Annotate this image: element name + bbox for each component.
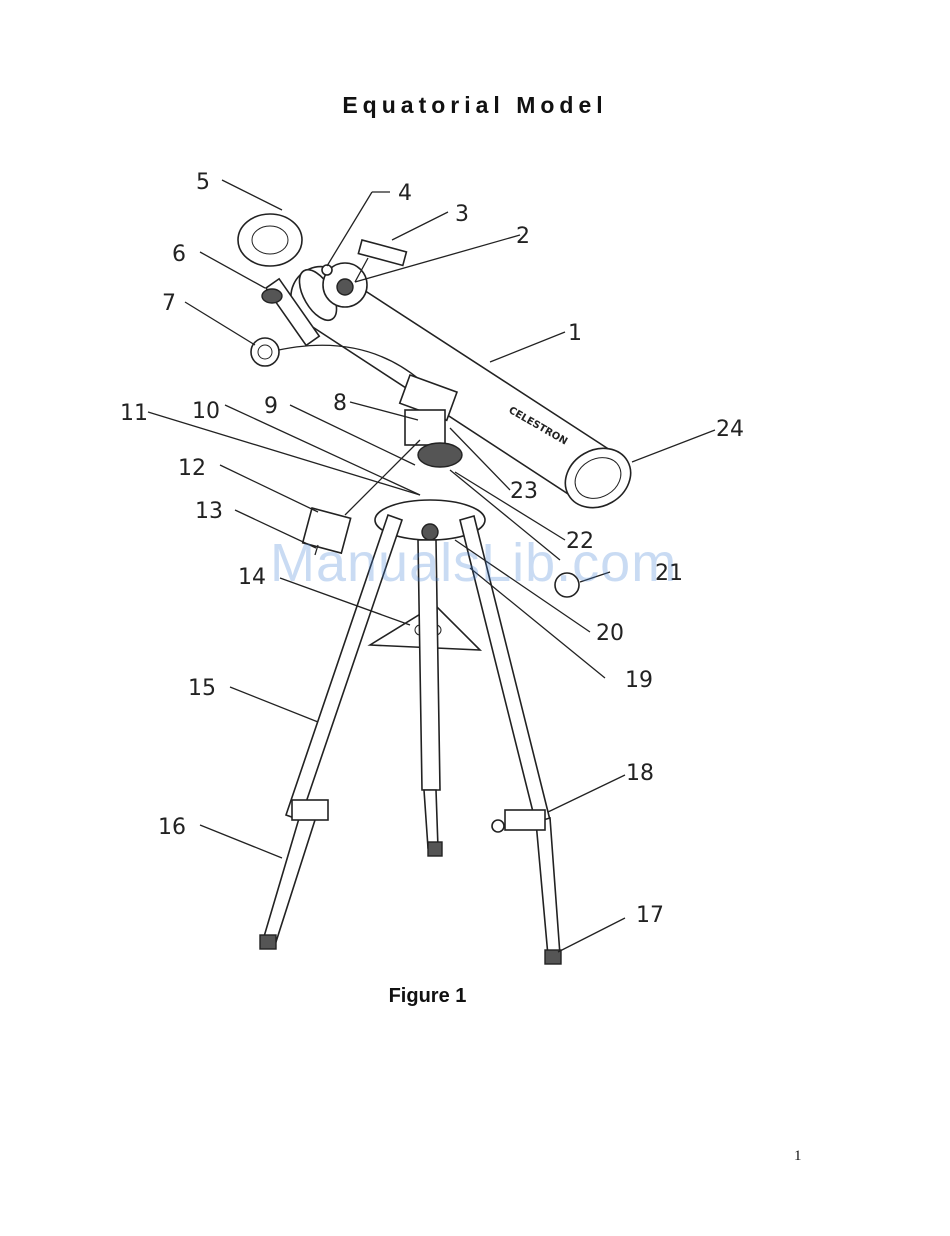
focuser [322, 263, 367, 307]
callout-9: 9 [264, 394, 278, 419]
callout-20: 20 [596, 621, 624, 646]
callout-5: 5 [196, 170, 210, 195]
callout-24: 24 [716, 417, 744, 442]
callout-6: 6 [172, 242, 186, 267]
callout-17: 17 [636, 903, 664, 928]
callout-19: 19 [625, 668, 653, 693]
figure-caption: Figure 1 [0, 985, 855, 1008]
callout-11: 11 [120, 401, 148, 426]
callout-1: 1 [568, 321, 582, 346]
callout-7: 7 [162, 291, 176, 316]
callout-10: 10 [192, 399, 220, 424]
page-number: 1 [794, 1148, 802, 1165]
callout-16: 16 [158, 815, 186, 840]
callout-13: 13 [195, 499, 223, 524]
callout-2: 2 [516, 224, 530, 249]
callout-14: 14 [238, 565, 266, 590]
callout-23: 23 [510, 479, 538, 504]
callout-18: 18 [626, 761, 654, 786]
callout-12: 12 [178, 456, 206, 481]
callout-3: 3 [455, 202, 469, 227]
watermark: ManualsLib.com [270, 532, 710, 594]
lens-cap [238, 214, 302, 266]
callout-15: 15 [188, 676, 216, 701]
callout-4: 4 [398, 181, 412, 206]
callout-8: 8 [333, 391, 347, 416]
